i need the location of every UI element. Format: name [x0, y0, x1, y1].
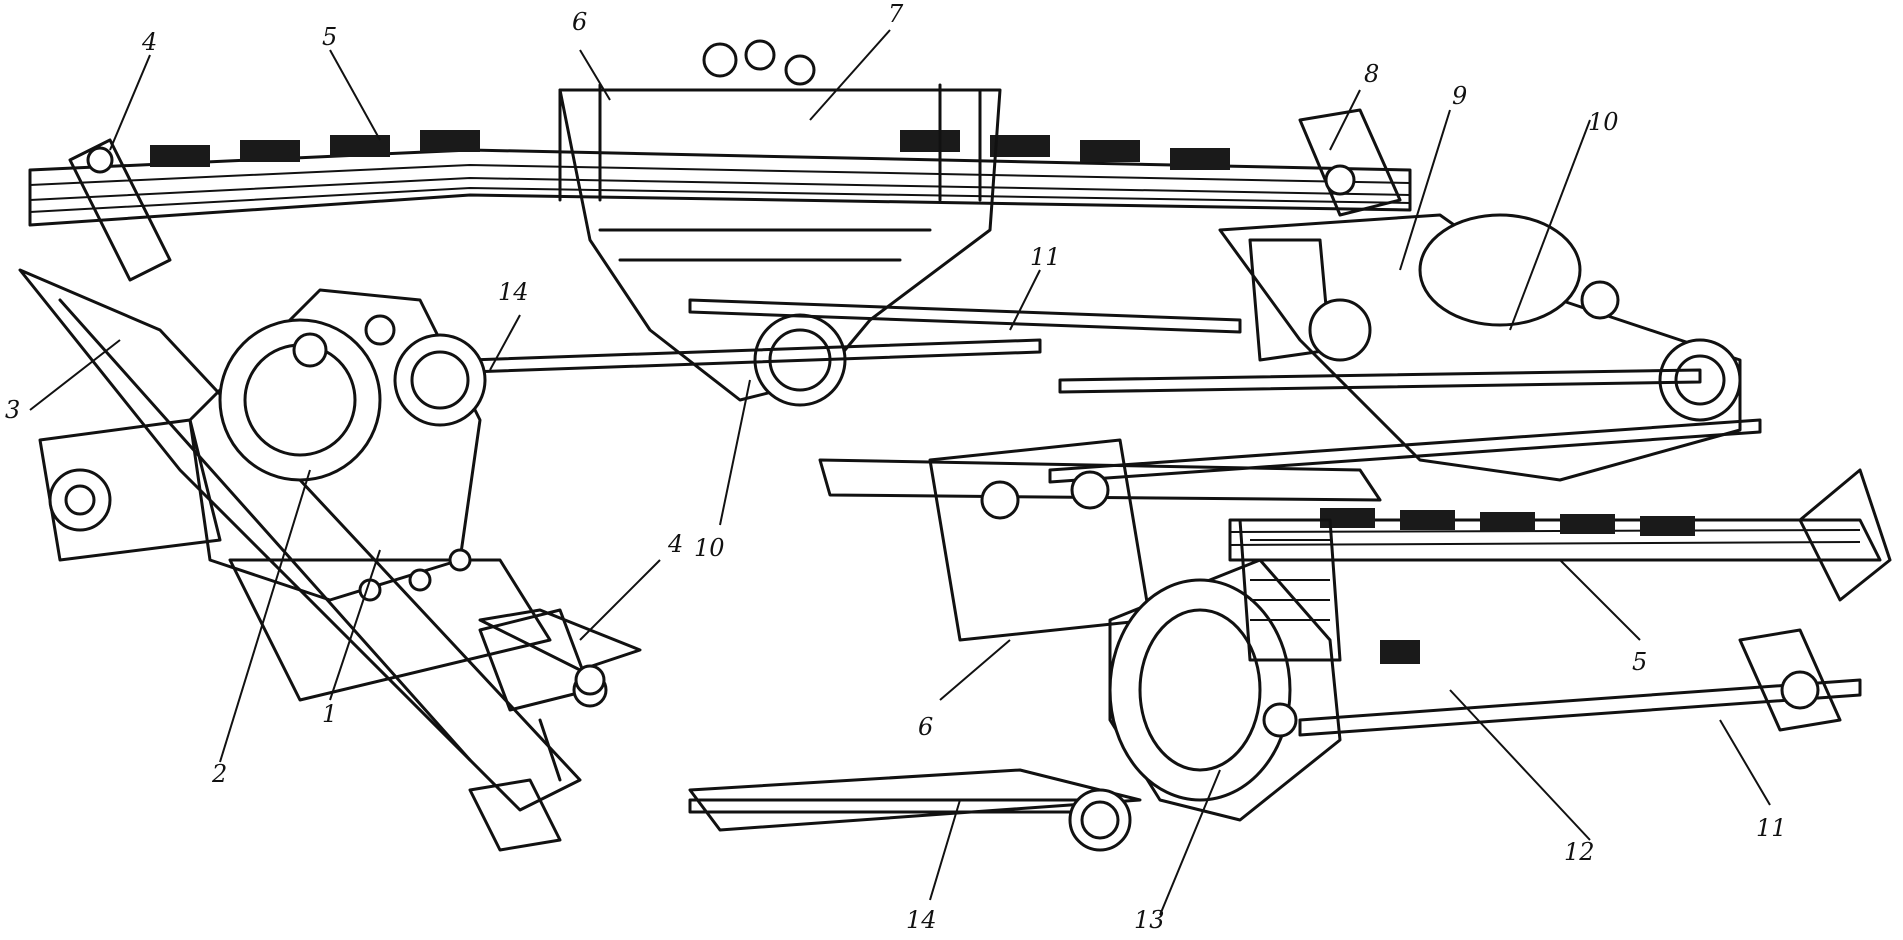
callout-5: 5 [1632, 648, 1647, 676]
callout-4: 4 [141, 28, 157, 56]
callout-11: 11 [1030, 243, 1061, 271]
callout-labels: 1 2 3 4 4 5 5 6 6 7 8 9 10 10 11 11 12 1… [5, 0, 1787, 934]
callout-3: 3 [5, 396, 20, 424]
front-axle-differential [38, 288, 552, 702]
callout-12: 12 [1564, 838, 1595, 866]
callout-10: 10 [694, 534, 725, 562]
spring-hanger-left [468, 608, 642, 852]
callout-11: 11 [1756, 814, 1787, 842]
rear-axle-housing [1218, 213, 1742, 482]
hub-brake-drum [1108, 518, 1342, 822]
callout-14: 14 [498, 278, 529, 306]
callout-14: 14 [906, 906, 937, 934]
rear-leaf-spring-bottom [1228, 468, 1892, 664]
callout-5: 5 [322, 23, 337, 51]
callout-8: 8 [1364, 60, 1379, 88]
rear-leaf-spring-top [28, 108, 1412, 282]
callout-10: 10 [1588, 108, 1619, 136]
callout-4: 4 [667, 530, 683, 558]
callout-leaders [29, 29, 1771, 916]
callout-6: 6 [572, 8, 587, 36]
frame [18, 268, 1382, 832]
callout-1: 1 [322, 700, 337, 728]
callout-6: 6 [918, 713, 933, 741]
callout-13: 13 [1134, 906, 1165, 934]
callout-9: 9 [1452, 82, 1467, 110]
spring-hanger-right [1738, 628, 1842, 732]
callout-7: 7 [888, 0, 904, 28]
callout-2: 2 [211, 760, 227, 788]
crossmember [478, 438, 1152, 852]
